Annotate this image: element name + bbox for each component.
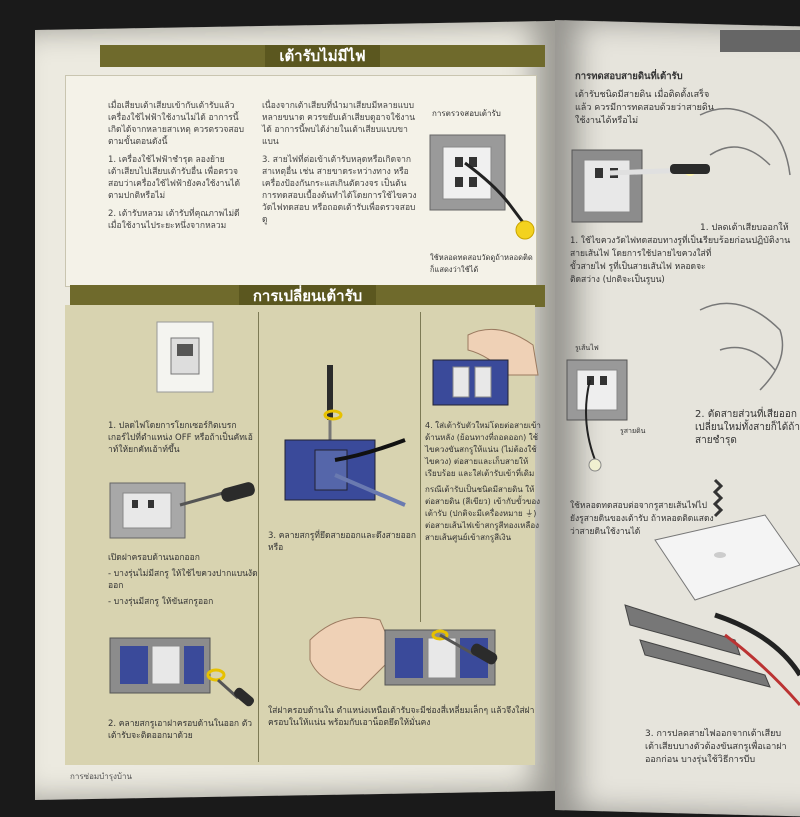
outlet-test-illustration: [429, 134, 535, 240]
step-2-text: 2. คลายสกรูเอาฝาครอบด้านในออก ตัวเต้ารับ…: [108, 719, 253, 741]
paragraph: 2. เต้ารับหลวม เต้ารับที่คุณภาพไม่ดี เมื…: [108, 209, 240, 231]
paragraph: 4. ใส่เต้ารับตัวใหม่โดยต่อสายเข้าด้านหลั…: [425, 421, 541, 478]
section-heading: การทดสอบสายดินที่เต้ารับ: [575, 71, 683, 82]
book-spread: เต้ารับไม่มีไฟ เมื่อเสียบเต้าเสียบเข้ากั…: [35, 20, 800, 817]
text-column-2: เนื่องจากเต้าเสียบที่นำมาเสียบมีหลายแบบห…: [262, 100, 417, 232]
tester-outlet-illustration: [571, 149, 710, 223]
ground-hole-label: รูสายดิน: [620, 427, 646, 435]
paragraph: เปิดฝาครอบด้านนอกออก: [108, 553, 200, 563]
right-step-1: 1. ปลดเต้าเสียบออกให้เรียบร้อยก่อนปฏิบัต…: [700, 223, 791, 246]
page-footer: การซ่อมบำรุงบ้าน: [70, 772, 132, 781]
unplug-illustration: [699, 107, 791, 176]
paragraph: - บางรุ่นไม่มีสกรู ให้ใช้ไขควงปากแบนงัดอ…: [108, 569, 258, 591]
column-divider: [420, 312, 421, 622]
new-outlet-illustration: [432, 328, 539, 406]
text-column-1: เมื่อเสียบเต้าเสียบเข้ากับเต้ารับแล้ว เค…: [108, 100, 248, 238]
column-divider: [258, 312, 259, 762]
ground-test-text: ใช้หลอดทดสอบต่อจากรูสายเส้นไฟไปยังรูสายด…: [570, 501, 714, 537]
inner-cover-illustration: [109, 637, 255, 707]
paragraph: 1. เครื่องใช้ไฟฟ้าชำรุด ลองย้ายเต้าเสียบ…: [108, 155, 241, 201]
paragraph: เนื่องจากเต้าเสียบที่นำมาเสียบมีหลายแบบห…: [262, 101, 416, 147]
hot-hole-label: รูเส้นไฟ: [575, 344, 599, 352]
breaker-switch-illustration: [156, 321, 214, 393]
screwdriver-pry-illustration: [109, 482, 255, 539]
figure-label: การตรวจสอบเต้ารับ: [432, 109, 501, 118]
section-title: การเปลี่ยนเต้ารับ: [238, 285, 377, 307]
cut-wire-illustration: [699, 302, 784, 391]
step-1b-text: เปิดฝาครอบด้านนอกออก - บางรุ่นไม่มีสกรู …: [108, 552, 258, 612]
paragraph: - บางรุ่นมีสกรู ให้ขันสกรูออก: [108, 597, 214, 607]
step-5-text: ใส่ฝาครอบด้านใน ตำแหน่งเหนือเต้ารับจะมีช…: [268, 706, 535, 728]
section-title-band: เต้ารับไม่มีไฟ: [100, 45, 545, 67]
section-title-band: การเปลี่ยนเต้ารับ: [70, 285, 545, 307]
paragraph: เต้ารับชนิดมีสายดิน เมื่อติดตั้งเสร็จแล้…: [575, 90, 714, 126]
paragraph: กรณีเต้ารับเป็นชนิดมีสายดิน ให้ต่อสายดิน…: [425, 485, 541, 542]
section-title: เต้ารับไม่มีไฟ: [265, 45, 380, 67]
header-bar: [720, 30, 800, 52]
figure-caption: ใช้หลอดทดสอบวัดดูถ้าหลอดติดก็แสดงว่าใช้ไ…: [430, 253, 533, 274]
step-3-text: 3. คลายสกรูที่ยึดสายออกและดึงสายออก หรือ: [268, 531, 416, 553]
wire-screw-illustration: [284, 365, 406, 507]
ground-test-illustration: [566, 359, 628, 472]
grounding-test-section: การทดสอบสายดินที่เต้ารับ เต้ารับชนิดมีสา…: [575, 70, 715, 134]
plug-parts-illustration: [624, 478, 800, 706]
step-4-text: 4. ใส่เต้ารับตัวใหม่โดยต่อสายเข้าด้านหลั…: [425, 420, 543, 548]
cover-install-illustration: [309, 617, 498, 691]
step-1-text: 1. ปลดไฟโดยการโยกเซอร์กิตเบรกเกอร์ไปที่ต…: [108, 421, 253, 455]
right-step-2: 2. ตัดสายส่วนที่เสียออกเปลี่ยนใหม่ทั้งสา…: [695, 409, 800, 446]
tester-text: 1. ใช้ไขควงวัดไฟทดสอบทางรูที่เป็นสายเส้น…: [570, 236, 712, 285]
right-step-3: 3. การปลดสายไฟออกจากเต้าเสียบ เต้าเสียบบ…: [645, 729, 787, 765]
paragraph: 3. สายไฟที่ต่อเข้าเต้ารับหลุดหรือเกิดจาก…: [262, 155, 417, 225]
paragraph: เมื่อเสียบเต้าเสียบเข้ากับเต้ารับแล้ว เค…: [108, 101, 245, 147]
